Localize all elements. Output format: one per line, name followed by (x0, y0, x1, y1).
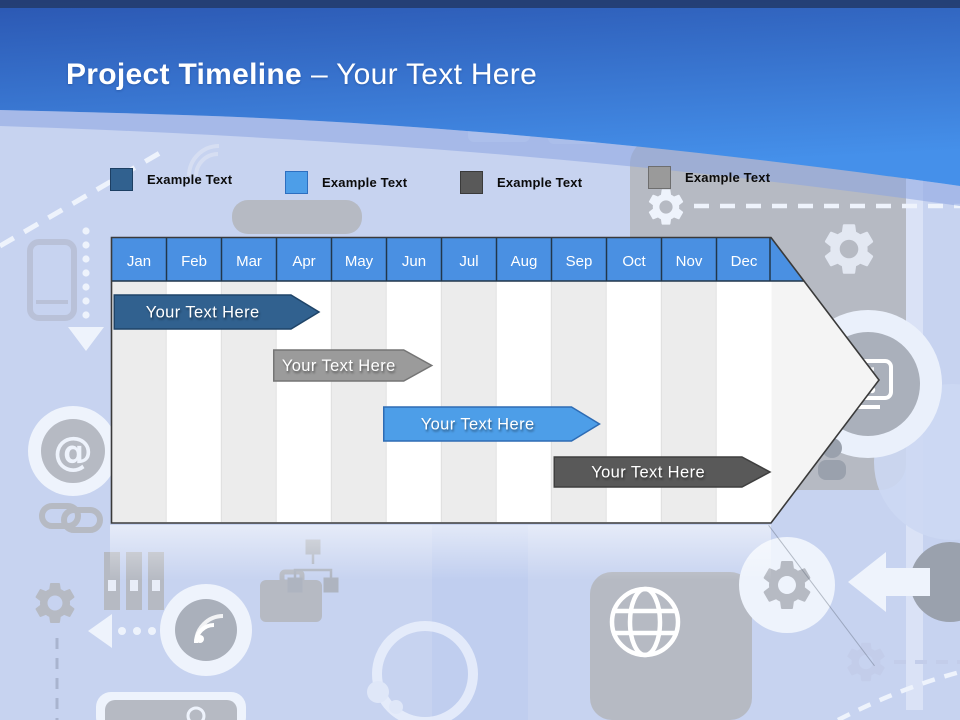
bg-dashed-curve (836, 669, 960, 720)
title-suffix: – Your Text Here (311, 58, 538, 91)
timeline-bar-1 (113, 294, 321, 330)
title-bold: Project Timeline (66, 58, 302, 91)
legend-label: Example Text (147, 172, 233, 187)
month-label-jun: Jun (402, 253, 426, 270)
bg-wifi-badge-icon (160, 584, 252, 676)
bg-dot-shape (389, 700, 403, 714)
month-label-dec: Dec (731, 253, 758, 270)
bg-tablet-shape (232, 200, 362, 234)
bg-film-shape (468, 112, 530, 142)
month-label-oct: Oct (622, 253, 646, 270)
legend-swatch-light-blue (285, 171, 308, 194)
legend-item-3: Example Text (460, 171, 582, 194)
timeline-bar-2 (273, 349, 434, 382)
bg-dotted-arrow-down-icon (68, 227, 104, 351)
bg-at-icon: @ (28, 406, 118, 496)
month-label-jan: Jan (127, 253, 151, 270)
month-label-aug: Aug (511, 253, 538, 270)
bg-globe-icon (609, 586, 681, 658)
bg-tray-shape (96, 692, 246, 720)
legend-item-1: Example Text (110, 168, 232, 191)
legend-item-2: Example Text (285, 171, 407, 194)
month-label-may: May (345, 253, 374, 270)
bg-arrow-left-icon (848, 542, 960, 622)
table-reflection (110, 525, 771, 580)
bg-link-icon (39, 503, 103, 533)
bg-globe-card-shape (590, 572, 758, 720)
legend-swatch-gray (648, 166, 671, 189)
bg-dot-shape (367, 681, 389, 703)
legend-label: Example Text (322, 175, 408, 190)
month-label-sep: Sep (566, 253, 593, 270)
legend-swatch-dark-blue (110, 168, 133, 191)
bg-gear-icon (847, 642, 960, 682)
month-label-nov: Nov (676, 253, 703, 270)
legend-swatch-dark-gray (460, 171, 483, 194)
bg-photo-shape (548, 106, 600, 144)
timeline-bar-3 (383, 406, 601, 442)
timeline-bar-label-2: Your Text Here (282, 357, 396, 375)
header-top-strip (0, 0, 960, 8)
legend-item-4: Example Text (648, 166, 770, 189)
timeline-bar-label-1: Your Text Here (146, 304, 260, 322)
bg-gear-icon (35, 583, 75, 623)
legend-label: Example Text (497, 175, 583, 190)
month-column (441, 281, 497, 522)
legend-label: Example Text (685, 170, 771, 185)
month-label-apr: Apr (292, 253, 315, 270)
month-label-mar: Mar (236, 253, 262, 270)
month-label-feb: Feb (181, 253, 207, 270)
svg-text:@: @ (53, 429, 93, 475)
header-curve-shape (0, 0, 960, 186)
arrow-tip-reflection (768, 525, 875, 667)
month-column (386, 281, 442, 522)
bg-dotted-arrow-left-icon (88, 614, 156, 648)
bg-phone-icon (27, 239, 77, 321)
month-column (331, 281, 387, 522)
bg-ring-shape (372, 621, 478, 720)
month-label-jul: Jul (459, 253, 478, 270)
month-column (496, 281, 552, 522)
timeline-bar-label-3: Your Text Here (421, 416, 535, 434)
timeline-bar-label-4: Your Text Here (591, 464, 705, 482)
timeline-chart: Jan Feb Mar Apr May Jun Jul Aug Sep Oct Nov DecYour… (110, 236, 881, 524)
bg-dashed-line (0, 147, 167, 249)
page-title: Project Timeline – Your Text Here (66, 58, 537, 92)
